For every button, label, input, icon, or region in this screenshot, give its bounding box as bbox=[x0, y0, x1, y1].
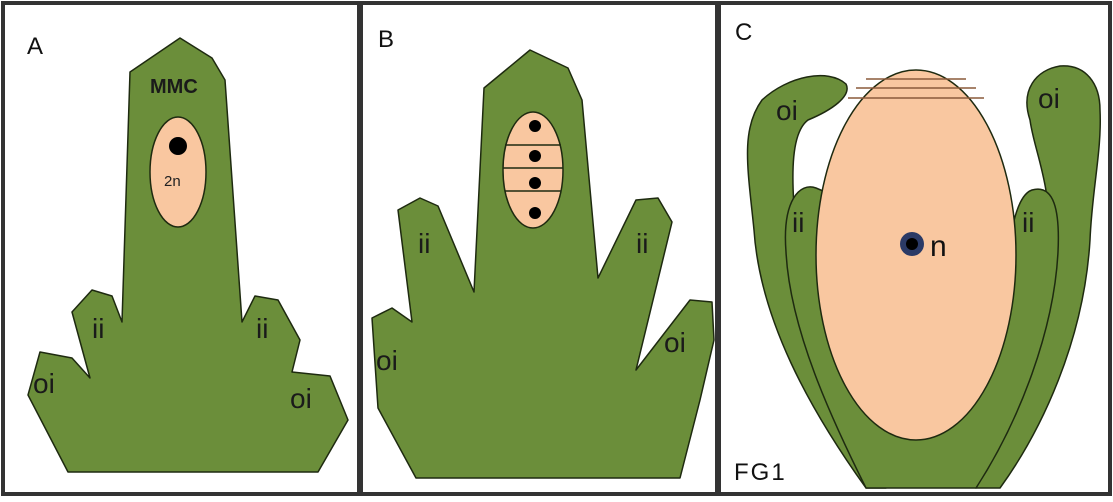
panel-a-ploidy-label: 2n bbox=[164, 173, 181, 190]
panel-c-functional-megaspore-nucleus bbox=[906, 238, 918, 250]
panel-a-mmc-cell bbox=[150, 117, 206, 227]
panel-b: B ii ii oi oi bbox=[361, 3, 717, 494]
panel-b-letter: B bbox=[378, 26, 394, 53]
panel-a-ii-left-label: ii bbox=[92, 313, 104, 344]
panel-a-ii-right-label: ii bbox=[256, 313, 268, 344]
panel-b-megaspore-nucleus-1 bbox=[529, 120, 541, 132]
panel-a-oi-left-label: oi bbox=[33, 368, 55, 399]
panel-c-ii-left-label: ii bbox=[792, 207, 804, 238]
panel-a-oi-right-label: oi bbox=[290, 383, 312, 414]
panel-b-megaspore-nucleus-2 bbox=[529, 150, 541, 162]
panel-c-stage-label: FG1 bbox=[734, 459, 787, 486]
panel-a-letter: A bbox=[27, 33, 43, 60]
panel-c-oi-left-label: oi bbox=[776, 95, 798, 126]
panel-c-letter: C bbox=[735, 19, 752, 46]
panel-a-mmc-nucleus bbox=[169, 137, 187, 155]
panel-c-ii-right-label: ii bbox=[1022, 207, 1034, 238]
panel-c: C n oi oi ii ii FG1 bbox=[719, 3, 1110, 494]
panel-c-oi-right-label: oi bbox=[1038, 83, 1060, 114]
panel-b-oi-left-label: oi bbox=[376, 345, 398, 376]
panel-b-megaspore-nucleus-4 bbox=[529, 207, 541, 219]
panel-b-megaspore-nucleus-3 bbox=[529, 177, 541, 189]
panel-a: A MMC 2n ii ii oi oi bbox=[3, 3, 359, 494]
panel-b-ii-left-label: ii bbox=[418, 228, 430, 259]
panel-c-ploidy-label: n bbox=[930, 230, 947, 263]
panel-a-mmc-label: MMC bbox=[150, 76, 198, 98]
panel-b-oi-right-label: oi bbox=[664, 327, 686, 358]
panel-b-ii-right-label: ii bbox=[636, 228, 648, 259]
